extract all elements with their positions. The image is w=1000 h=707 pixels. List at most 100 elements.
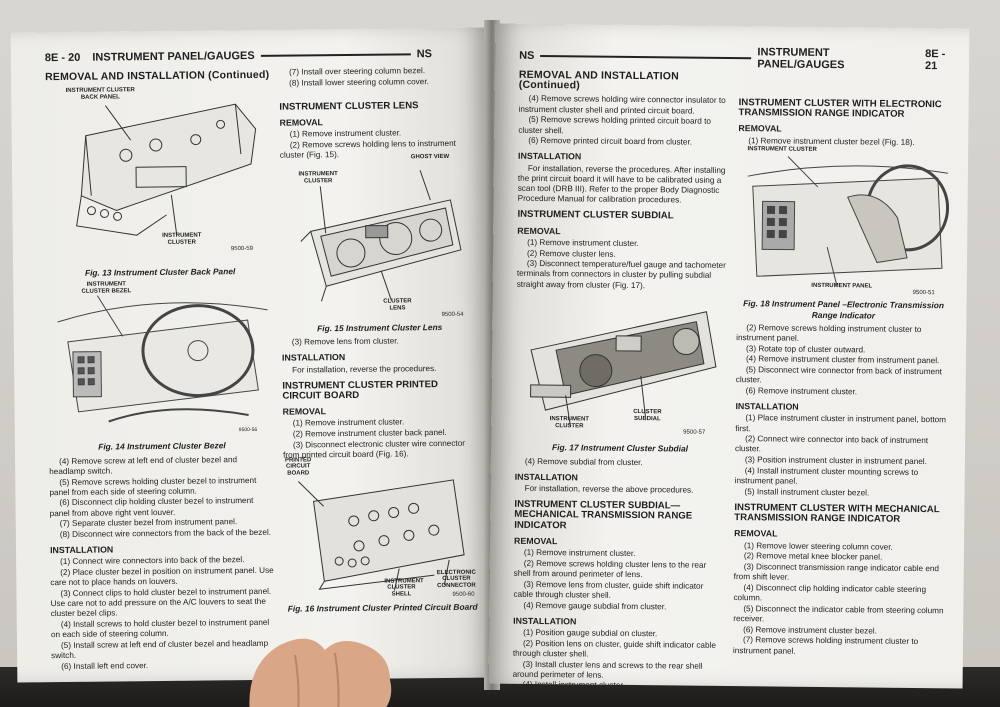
cluster-subdial-drawing xyxy=(530,311,717,426)
pcb-title: INSTRUMENT CLUSTER PRINTED CIRCUIT BOARD xyxy=(282,378,439,402)
fig14-code: 9500-56 xyxy=(238,427,258,434)
right-head-rule xyxy=(540,55,752,60)
right-page: NS INSTRUMENT PANEL/GAUGES 8E - 21 REMOV… xyxy=(488,23,970,689)
fig13-caption: Fig. 13 Instrument Cluster Back Panel xyxy=(84,266,236,278)
left-column-1: REMOVAL AND INSTALLATION (Continued) INS… xyxy=(45,68,277,673)
lens-install-text: For installation, reverse the procedures… xyxy=(292,363,437,375)
elec-removal-step: (6) Remove instrument cluster. xyxy=(745,386,858,397)
fig16-callout-shell: INSTRUMENT CLUSTER SHELL xyxy=(384,577,424,598)
fig17-callout-subdial: CLUSTER SUBDIAL xyxy=(633,409,662,423)
fig15: INSTRUMENT CLUSTER GHOST VIEW CLUSTER LE… xyxy=(280,154,478,322)
mech-subdial-removal-step: (4) Remove gauge subdial from cluster. xyxy=(523,600,667,611)
right-page-number: 8E - 21 xyxy=(924,48,946,73)
left-section-title: INSTRUMENT PANEL/GAUGES xyxy=(92,49,255,64)
left-heading: REMOVAL AND INSTALLATION (Continued) xyxy=(45,68,270,84)
subdial-title: INSTRUMENT CLUSTER SUBDIAL xyxy=(517,209,674,222)
fig13: INSTRUMENT CLUSTER BACK PANEL INSTRUMENT… xyxy=(45,84,273,266)
fig15-callout-lens: CLUSTER LENS xyxy=(383,298,412,312)
left-page-number: 8E - 20 xyxy=(44,51,81,65)
right-step: (4) Remove screws holding wire connector… xyxy=(518,94,726,116)
elec-install-step: (5) Install instrument cluster bezel. xyxy=(744,486,870,498)
fig16-callout-connector: ELECTRONIC CLUSTER CONNECTOR xyxy=(436,569,476,589)
mech-title: INSTRUMENT CLUSTER WITH MECHANICAL TRANS… xyxy=(734,502,940,525)
left-model: NS xyxy=(416,48,433,61)
mech-removal-step: (4) Disconnect clip holding indicator ca… xyxy=(733,583,927,603)
cluster-bezel-drawing xyxy=(57,295,268,423)
mech-removal-step: (7) Remove screws holding instrument clu… xyxy=(732,635,919,656)
lens-title: INSTRUMENT CLUSTER LENS xyxy=(279,100,419,113)
cluster-back-panel-drawing xyxy=(76,103,257,236)
left-install-step: (2) Place cluster bezel in position on i… xyxy=(50,565,274,588)
right-install-title: INSTALLATION xyxy=(518,151,582,162)
fig14-callout-bezel: INSTRUMENT CLUSTER BEZEL xyxy=(81,281,132,295)
elec-install-step: (2) Connect wire connector into back of … xyxy=(734,434,929,454)
mech-subdial-removal-step: (3) Remove lens from cluster, guide shif… xyxy=(513,579,704,600)
left-page: 8E - 20 INSTRUMENT PANEL/GAUGES NS REMOV… xyxy=(10,27,494,683)
fig16-code: 9500-60 xyxy=(452,591,475,598)
cluster-lens-drawing xyxy=(300,169,462,302)
fig14: INSTRUMENT CLUSTER BEZEL 9500-56 xyxy=(47,280,275,440)
fig14-caption: Fig. 14 Instrument Cluster Bezel xyxy=(98,440,226,453)
fig17: INSTRUMENT CLUSTER CLUSTER SUBDIAL 9500-… xyxy=(515,290,727,442)
elec-removal-step: (2) Remove screws holding instrument clu… xyxy=(736,322,922,343)
fig13-code: 9500-59 xyxy=(230,246,253,253)
elec-install-step: (4) Install instrument cluster mounting … xyxy=(734,466,919,486)
right-step: (5) Remove screws holding printed circui… xyxy=(518,115,711,135)
fig18-code: 9500-51 xyxy=(912,290,935,297)
mech-removal-step: (3) Disconnect transmission range indica… xyxy=(733,562,940,582)
instrument-panel-drawing xyxy=(747,156,950,286)
lens-install-title: INSTALLATION xyxy=(281,352,346,364)
right-step: (6) Remove printed circuit board from cl… xyxy=(528,136,693,147)
fig17-callout-cluster: INSTRUMENT CLUSTER xyxy=(549,416,590,430)
subdial-install-title: INSTALLATION xyxy=(514,471,578,483)
left-step: (8) Disconnect wire connectors from the … xyxy=(59,527,272,540)
elec-removal-title: REMOVAL xyxy=(738,123,782,134)
pcb-removal-title: REMOVAL xyxy=(282,406,326,417)
subdial-removal-step: (3) Disconnect temperature/fuel gauge an… xyxy=(516,259,726,290)
left-step: (5) Remove screws holding cluster bezel … xyxy=(49,475,257,497)
lens-step3: (3) Remove lens from cluster. xyxy=(291,336,399,347)
left-installation-title: INSTALLATION xyxy=(49,544,114,556)
fig15-callout-cluster: INSTRUMENT CLUSTER xyxy=(298,171,338,184)
mech-subdial-install-step: (2) Position lens on cluster, guide shif… xyxy=(512,638,716,659)
left-install-step: (3) Connect clips to hold cluster bezel … xyxy=(50,586,272,619)
subdial-removal-title: REMOVAL xyxy=(517,225,561,236)
mech-removal-step: (5) Disconnect the indicator cable from … xyxy=(733,603,944,624)
left-step: (4) Remove screw at left end of cluster … xyxy=(49,454,238,476)
subdial-step4: (4) Remove subdial from cluster. xyxy=(524,456,643,467)
fig16-caption: Fig. 16 Instrument Cluster Printed Circu… xyxy=(287,601,478,614)
left-column-2: (7) Install over steering column bezel. … xyxy=(279,66,481,618)
fig16-callout-pcb: PRINTED CIRCUIT BOARD xyxy=(284,457,312,477)
fig15-caption: Fig. 15 Instrument Cluster Lens xyxy=(317,321,443,334)
mech-subdial-title: INSTRUMENT CLUSTER SUBDIAL—MECHANICAL TR… xyxy=(514,498,693,531)
hand-holding-page xyxy=(249,638,392,707)
right-install-text: For installation, reverse the procedures… xyxy=(517,163,726,205)
mech-subdial-install-title: INSTALLATION xyxy=(513,615,577,627)
elec-install-title: INSTALLATION xyxy=(735,401,799,412)
right-section-title: INSTRUMENT PANEL/GAUGES xyxy=(757,46,845,72)
fig17-code: 9500-57 xyxy=(683,429,706,437)
printed-circuit-board-drawing xyxy=(297,478,465,591)
mech-subdial-removal-title: REMOVAL xyxy=(514,535,558,546)
fig13-callout-cluster: INSTRUMENT CLUSTER xyxy=(162,232,202,246)
mech-subdial-removal-step: (2) Remove screws holding cluster lens t… xyxy=(513,558,707,579)
fig15-callout-ghost: GHOST VIEW xyxy=(410,153,450,161)
right-heading: REMOVAL AND INSTALLATION (Continued) xyxy=(518,68,679,92)
left-step: (6) Disconnect clip holding cluster beze… xyxy=(49,496,254,518)
fig15-code: 9500-54 xyxy=(441,311,464,318)
elec-title: INSTRUMENT CLUSTER WITH ELECTRONIC TRANS… xyxy=(738,97,942,121)
left-running-head: 8E - 20 INSTRUMENT PANEL/GAUGES NS xyxy=(44,48,485,65)
mech-subdial-install-step: (3) Install cluster lens and screws to t… xyxy=(512,659,703,680)
right-column-1: REMOVAL AND INSTALLATION (Continued) (4)… xyxy=(512,68,729,689)
fig17-caption: Fig. 17 Instrument Cluster Subdial xyxy=(552,442,689,454)
left-head-rule xyxy=(260,53,411,57)
mech-removal-title: REMOVAL xyxy=(734,528,778,539)
right-model: NS xyxy=(519,49,535,62)
fig18-caption: Fig. 18 Instrument Panel –Electronic Tra… xyxy=(743,298,945,321)
fig16: PRINTED CIRCUIT BOARD INSTRUMENT CLUSTER… xyxy=(283,457,480,601)
elec-removal-step: (5) Disconnect wire connector from back … xyxy=(735,365,943,385)
fig18-callout-panel: INSTRUMENT PANEL xyxy=(811,283,873,290)
subdial-install-text: For installation, reverse the above proc… xyxy=(524,483,694,495)
lens-removal-title: REMOVAL xyxy=(279,117,323,128)
right-column-2: INSTRUMENT CLUSTER WITH ELECTRONIC TRANS… xyxy=(733,70,953,659)
